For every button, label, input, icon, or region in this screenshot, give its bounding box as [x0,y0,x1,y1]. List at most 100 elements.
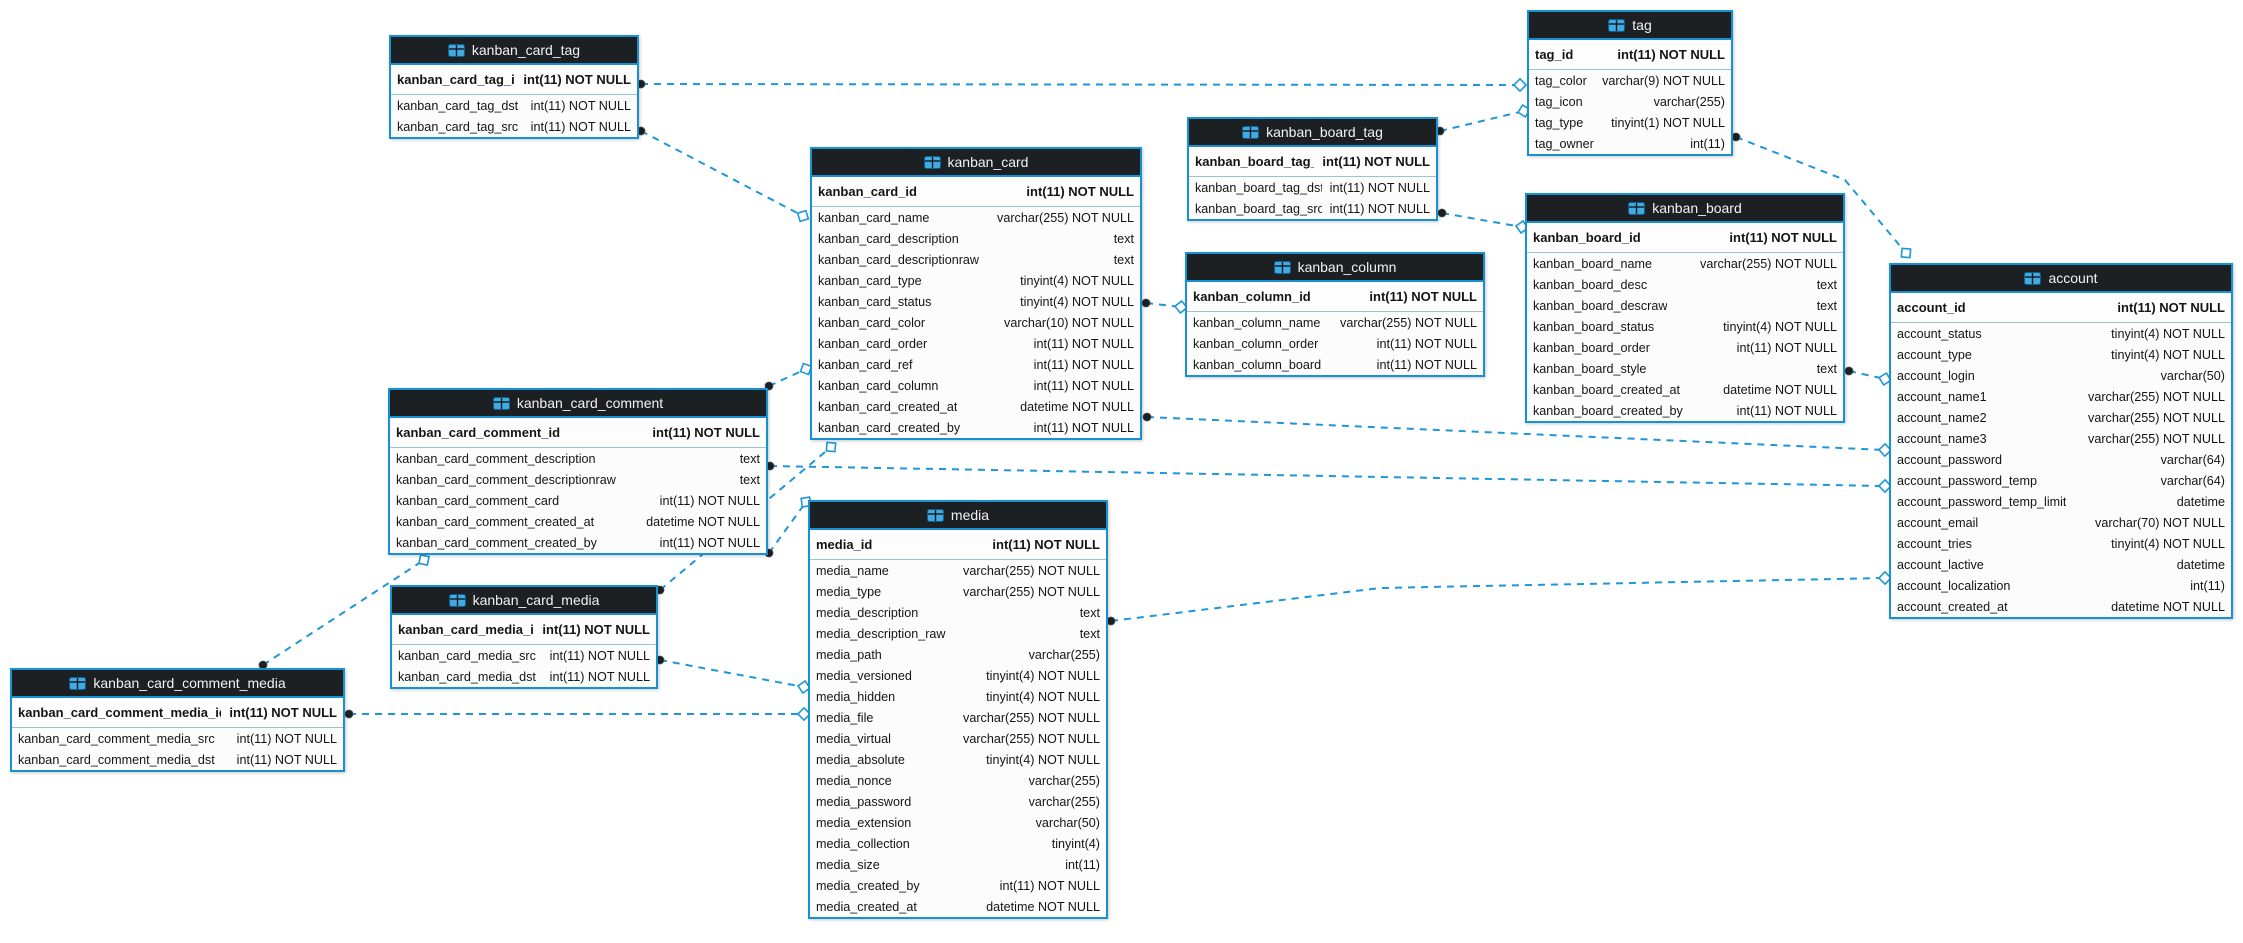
column-row[interactable]: account_type tinyint(4) NOT NULL [1891,344,2231,365]
column-row[interactable]: media_extension varchar(50) [810,812,1106,833]
column-row[interactable]: kanban_board_created_by int(11) NOT NULL [1527,400,1843,421]
column-row[interactable]: media_name varchar(255) NOT NULL [810,560,1106,581]
table-kanban_card_comment[interactable]: kanban_card_comment kanban_card_comment_… [388,388,768,555]
column-row[interactable]: media_created_at datetime NOT NULL [810,896,1106,917]
table-header[interactable]: kanban_card_comment_media [12,670,343,698]
column-row[interactable]: media_description_raw text [810,623,1106,644]
column-row[interactable]: kanban_column_board int(11) NOT NULL [1187,354,1483,375]
column-row[interactable]: tag_type tinyint(1) NOT NULL [1529,112,1731,133]
column-row[interactable]: media_collection tinyint(4) [810,833,1106,854]
table-header[interactable]: kanban_card_media [392,587,656,615]
column-row[interactable]: media_size int(11) [810,854,1106,875]
column-row[interactable]: account_name2 varchar(255) NOT NULL [1891,407,2231,428]
table-kanban_column[interactable]: kanban_column kanban_column_id int(11) N… [1185,252,1485,377]
primary-key-row[interactable]: kanban_board_tag_id int(11) NOT NULL [1189,147,1436,177]
column-row[interactable]: tag_color varchar(9) NOT NULL [1529,70,1731,91]
primary-key-row[interactable]: kanban_card_comment_id int(11) NOT NULL [390,418,766,448]
column-row[interactable]: tag_icon varchar(255) [1529,91,1731,112]
table-header[interactable]: kanban_card_tag [391,37,637,65]
primary-key-row[interactable]: media_id int(11) NOT NULL [810,530,1106,560]
column-row[interactable]: media_description text [810,602,1106,623]
column-row[interactable]: tag_owner int(11) [1529,133,1731,154]
column-row[interactable]: media_type varchar(255) NOT NULL [810,581,1106,602]
column-row[interactable]: media_nonce varchar(255) [810,770,1106,791]
column-row[interactable]: kanban_card_descriptionraw text [812,249,1140,270]
column-row[interactable]: media_path varchar(255) [810,644,1106,665]
table-kanban_card_media[interactable]: kanban_card_media kanban_card_media_id i… [390,585,658,689]
column-row[interactable]: kanban_board_status tinyint(4) NOT NULL [1527,316,1843,337]
column-row[interactable]: kanban_card_comment_media_dst int(11) NO… [12,749,343,770]
column-row[interactable]: kanban_card_status tinyint(4) NOT NULL [812,291,1140,312]
column-row[interactable]: media_password varchar(255) [810,791,1106,812]
column-row[interactable]: media_absolute tinyint(4) NOT NULL [810,749,1106,770]
column-row[interactable]: kanban_card_column int(11) NOT NULL [812,375,1140,396]
table-header[interactable]: kanban_card [812,149,1140,177]
column-row[interactable]: account_password varchar(64) [1891,449,2231,470]
primary-key-row[interactable]: tag_id int(11) NOT NULL [1529,40,1731,70]
table-header[interactable]: kanban_board_tag [1189,119,1436,147]
column-row[interactable]: kanban_card_color varchar(10) NOT NULL [812,312,1140,333]
primary-key-row[interactable]: account_id int(11) NOT NULL [1891,293,2231,323]
primary-key-row[interactable]: kanban_card_tag_id int(11) NOT NULL [391,65,637,95]
primary-key-row[interactable]: kanban_column_id int(11) NOT NULL [1187,282,1483,312]
column-row[interactable]: account_status tinyint(4) NOT NULL [1891,323,2231,344]
column-row[interactable]: kanban_board_desc text [1527,274,1843,295]
column-row[interactable]: kanban_board_name varchar(255) NOT NULL [1527,253,1843,274]
column-row[interactable]: account_login varchar(50) [1891,365,2231,386]
column-row[interactable]: kanban_card_name varchar(255) NOT NULL [812,207,1140,228]
column-row[interactable]: kanban_board_descraw text [1527,295,1843,316]
table-header[interactable]: kanban_column [1187,254,1483,282]
column-row[interactable]: kanban_card_created_by int(11) NOT NULL [812,417,1140,438]
column-row[interactable]: kanban_card_tag_dst int(11) NOT NULL [391,95,637,116]
table-tag[interactable]: tag tag_id int(11) NOT NULL tag_color va… [1527,10,1733,156]
column-row[interactable]: kanban_card_ref int(11) NOT NULL [812,354,1140,375]
table-header[interactable]: tag [1529,12,1731,40]
column-row[interactable]: account_localization int(11) [1891,575,2231,596]
column-row[interactable]: account_password_temp_limit datetime [1891,491,2231,512]
column-row[interactable]: kanban_card_created_at datetime NOT NULL [812,396,1140,417]
column-row[interactable]: kanban_card_type tinyint(4) NOT NULL [812,270,1140,291]
column-row[interactable]: kanban_card_description text [812,228,1140,249]
column-row[interactable]: kanban_card_comment_descriptionraw text [390,469,766,490]
column-row[interactable]: kanban_card_comment_created_at datetime … [390,511,766,532]
table-header[interactable]: kanban_board [1527,195,1843,223]
primary-key-row[interactable]: kanban_board_id int(11) NOT NULL [1527,223,1843,253]
column-row[interactable]: account_name3 varchar(255) NOT NULL [1891,428,2231,449]
column-row[interactable]: account_created_at datetime NOT NULL [1891,596,2231,617]
column-row[interactable]: kanban_board_style text [1527,358,1843,379]
column-row[interactable]: media_file varchar(255) NOT NULL [810,707,1106,728]
column-row[interactable]: account_password_temp varchar(64) [1891,470,2231,491]
column-row[interactable]: kanban_column_name varchar(255) NOT NULL [1187,312,1483,333]
column-row[interactable]: kanban_column_order int(11) NOT NULL [1187,333,1483,354]
column-row[interactable]: kanban_card_tag_src int(11) NOT NULL [391,116,637,137]
column-row[interactable]: kanban_card_media_dst int(11) NOT NULL [392,666,656,687]
table-header[interactable]: media [810,502,1106,530]
table-kanban_card_tag[interactable]: kanban_card_tag kanban_card_tag_id int(1… [389,35,639,139]
table-header[interactable]: account [1891,265,2231,293]
column-row[interactable]: kanban_card_media_src int(11) NOT NULL [392,645,656,666]
table-kanban_board_tag[interactable]: kanban_board_tag kanban_board_tag_id int… [1187,117,1438,221]
primary-key-row[interactable]: kanban_card_media_id int(11) NOT NULL [392,615,656,645]
column-row[interactable]: kanban_board_tag_src int(11) NOT NULL [1189,198,1436,219]
column-row[interactable]: media_versioned tinyint(4) NOT NULL [810,665,1106,686]
primary-key-row[interactable]: kanban_card_id int(11) NOT NULL [812,177,1140,207]
table-kanban_card_comment_media[interactable]: kanban_card_comment_media kanban_card_co… [10,668,345,772]
table-account[interactable]: account account_id int(11) NOT NULL acco… [1889,263,2233,619]
column-row[interactable]: kanban_card_comment_card int(11) NOT NUL… [390,490,766,511]
column-row[interactable]: media_created_by int(11) NOT NULL [810,875,1106,896]
column-row[interactable]: media_hidden tinyint(4) NOT NULL [810,686,1106,707]
column-row[interactable]: account_lactive datetime [1891,554,2231,575]
column-row[interactable]: kanban_card_comment_created_by int(11) N… [390,532,766,553]
column-row[interactable]: account_name1 varchar(255) NOT NULL [1891,386,2231,407]
column-row[interactable]: kanban_board_tag_dst int(11) NOT NULL [1189,177,1436,198]
column-row[interactable]: account_email varchar(70) NOT NULL [1891,512,2231,533]
column-row[interactable]: kanban_board_created_at datetime NOT NUL… [1527,379,1843,400]
table-kanban_board[interactable]: kanban_board kanban_board_id int(11) NOT… [1525,193,1845,423]
column-row[interactable]: account_tries tinyint(4) NOT NULL [1891,533,2231,554]
primary-key-row[interactable]: kanban_card_comment_media_id int(11) NOT… [12,698,343,728]
column-row[interactable]: kanban_board_order int(11) NOT NULL [1527,337,1843,358]
column-row[interactable]: kanban_card_comment_description text [390,448,766,469]
column-row[interactable]: kanban_card_order int(11) NOT NULL [812,333,1140,354]
table-header[interactable]: kanban_card_comment [390,390,766,418]
table-media[interactable]: media media_id int(11) NOT NULL media_na… [808,500,1108,919]
